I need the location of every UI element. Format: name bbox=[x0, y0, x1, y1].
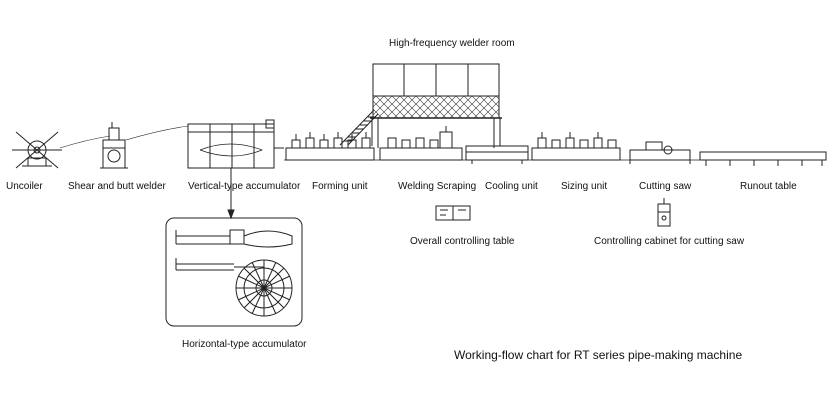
cutting-saw-label: Cutting saw bbox=[639, 181, 692, 192]
strip-line-2 bbox=[125, 125, 189, 141]
shear-butt-welder-drawing bbox=[100, 122, 128, 169]
uncoiler-drawing bbox=[12, 131, 62, 169]
diagram-title: Working-flow chart for RT series pipe-ma… bbox=[454, 348, 743, 362]
controlling-table-drawing bbox=[435, 205, 471, 221]
forming-unit-drawing bbox=[285, 132, 375, 161]
horizontal-accumulator-drawing bbox=[165, 217, 303, 327]
welding-scraping-drawing bbox=[379, 126, 463, 161]
cooling-unit-label: Cooling unit bbox=[485, 181, 538, 192]
vertical-accumulator-drawing bbox=[187, 119, 284, 169]
controlling-cabinet-label: Controlling cabinet for cutting saw bbox=[594, 236, 745, 247]
runout-table-drawing bbox=[699, 151, 827, 166]
sizing-unit-drawing bbox=[531, 132, 621, 161]
strip-line-1 bbox=[59, 135, 111, 149]
connector-arrow bbox=[227, 209, 235, 220]
vertical-accumulator-label: Vertical-type accumulator bbox=[188, 181, 301, 192]
welder-room-drawing bbox=[370, 63, 502, 148]
controlling-table-label: Overall controlling table bbox=[410, 236, 515, 247]
cutting-saw-drawing bbox=[629, 141, 691, 164]
shear-butt-welder-label: Shear and butt welder bbox=[68, 181, 166, 192]
welder-room-label: High-frequency welder room bbox=[389, 38, 515, 49]
sizing-unit-label: Sizing unit bbox=[561, 181, 608, 192]
controlling-cabinet-drawing bbox=[657, 198, 671, 227]
runout-table-label: Runout table bbox=[740, 181, 797, 192]
welding-scraping-label: Welding Scraping bbox=[398, 181, 477, 192]
uncoiler-label: Uncoiler bbox=[6, 181, 43, 192]
horizontal-accumulator-label: Horizontal-type accumulator bbox=[182, 339, 307, 350]
forming-unit-label: Forming unit bbox=[312, 181, 368, 192]
cooling-unit-drawing bbox=[465, 145, 529, 164]
